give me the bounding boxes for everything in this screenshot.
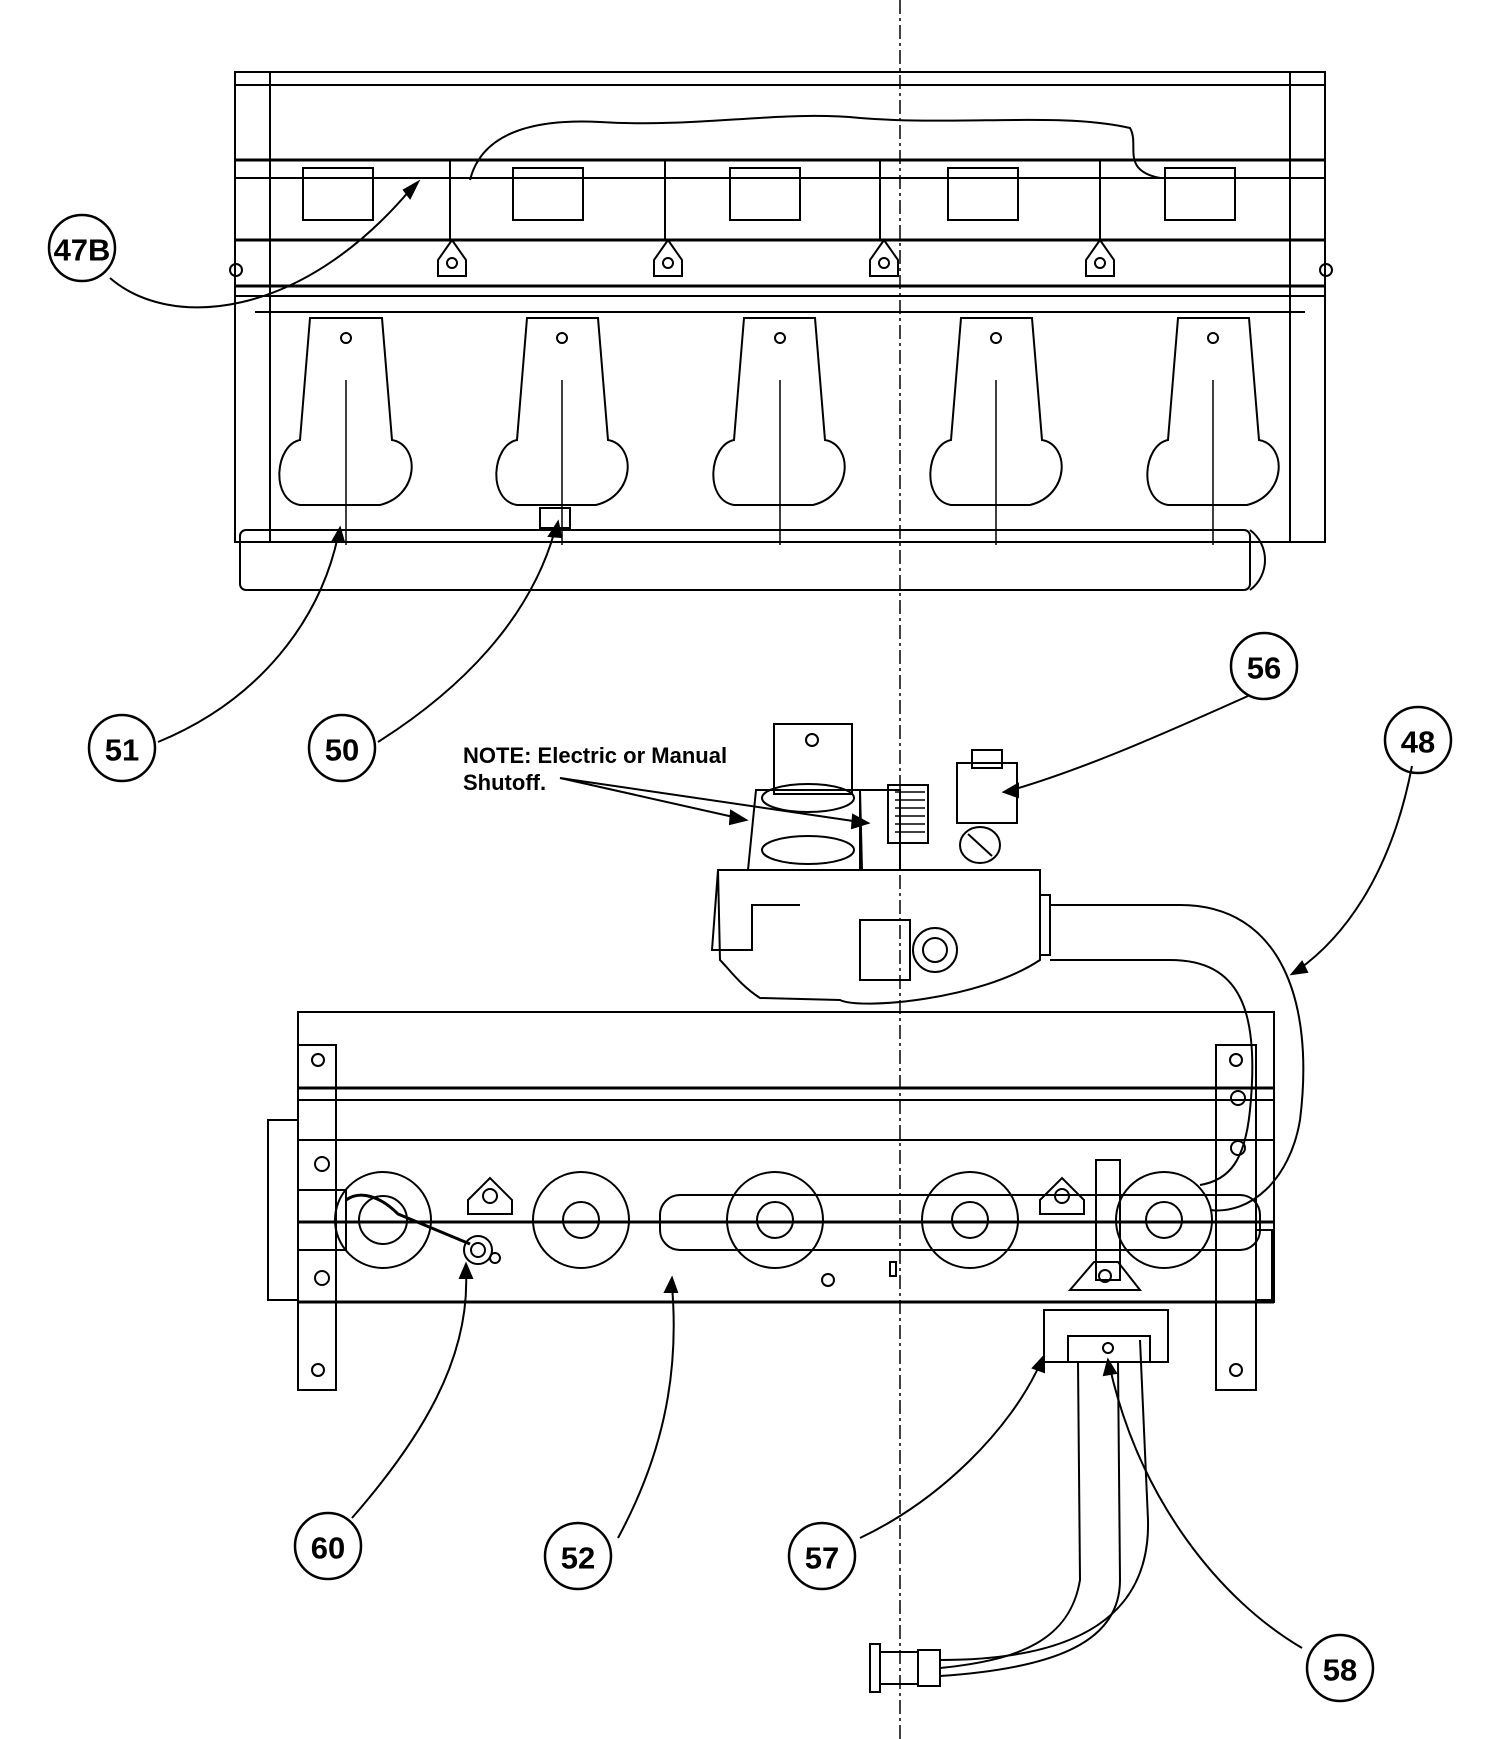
shutoff-note-line1: NOTE: Electric or Manual [463, 743, 728, 768]
callout-circle-50 [307, 713, 377, 783]
callout-circle-52 [543, 1521, 613, 1591]
gas-valve [710, 723, 1051, 1005]
callout-label-56: 56 [1247, 651, 1281, 686]
callout-label-52: 52 [561, 1541, 595, 1576]
burner-box-assembly [229, 71, 1333, 591]
burner-manifold [267, 1011, 1275, 1391]
shutoff-note: NOTE: Electric or Manual Shutoff. [463, 742, 727, 796]
callout-label-48: 48 [1401, 725, 1435, 760]
callout-circle-57 [787, 1521, 857, 1591]
callout-circle-58 [1305, 1633, 1375, 1703]
callout-circles [47, 213, 1453, 1703]
callout-circle-56 [1229, 631, 1299, 701]
callout-circle-47b [47, 213, 117, 283]
leader-lines [109, 179, 1413, 1649]
callout-label-58: 58 [1323, 1653, 1357, 1688]
callout-label-51: 51 [105, 733, 139, 768]
callout-label-60: 60 [311, 1531, 345, 1566]
callout-label-47b: 47B [54, 233, 111, 268]
callout-label-50: 50 [325, 733, 359, 768]
callout-label-57: 57 [805, 1541, 839, 1576]
shutoff-note-line2: Shutoff. [463, 770, 547, 795]
gas-tube [1050, 904, 1305, 1212]
callout-labels: 47B 51 50 56 48 60 52 57 58 [54, 233, 1436, 1688]
flame-rollout-bracket [869, 1159, 1169, 1693]
callout-circle-60 [293, 1511, 363, 1581]
callout-circle-48 [1383, 705, 1453, 775]
callout-circle-51 [87, 713, 157, 783]
